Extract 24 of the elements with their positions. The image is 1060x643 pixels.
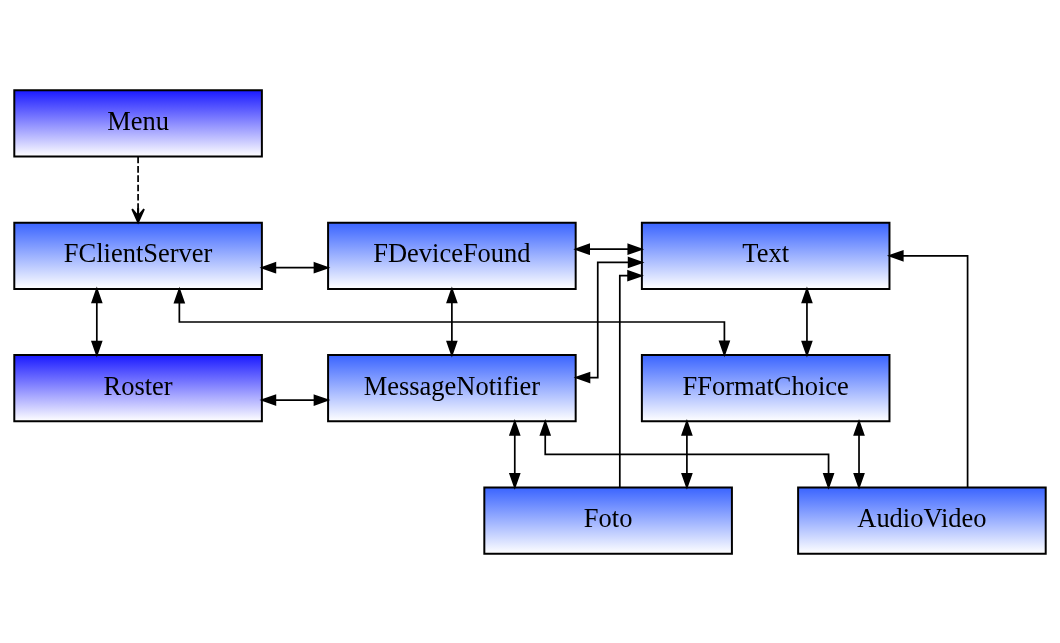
arrow xyxy=(259,393,331,406)
arrow xyxy=(801,286,813,357)
arrow xyxy=(131,155,145,223)
arrow xyxy=(539,418,835,490)
node-box: Foto xyxy=(483,486,733,555)
arrow xyxy=(681,418,693,490)
node-box: FDeviceFound xyxy=(327,221,577,290)
node-box: Text xyxy=(640,221,891,290)
node-box: FClientServer xyxy=(13,221,263,290)
node-box: FFormatChoice xyxy=(640,353,891,422)
arrow xyxy=(853,418,865,490)
arrow xyxy=(573,242,645,255)
arrow xyxy=(90,286,103,357)
node-box: AudioVideo xyxy=(797,486,1047,555)
arrow xyxy=(259,261,331,274)
arrow xyxy=(508,418,521,490)
arrow xyxy=(173,286,731,357)
arrow xyxy=(446,286,458,357)
arrow xyxy=(573,256,645,383)
arrow xyxy=(618,269,644,488)
arrow xyxy=(886,249,969,488)
node-box: Menu xyxy=(13,88,263,157)
node-box: Roster xyxy=(13,353,263,422)
node-box: MessageNotifier xyxy=(327,353,577,422)
